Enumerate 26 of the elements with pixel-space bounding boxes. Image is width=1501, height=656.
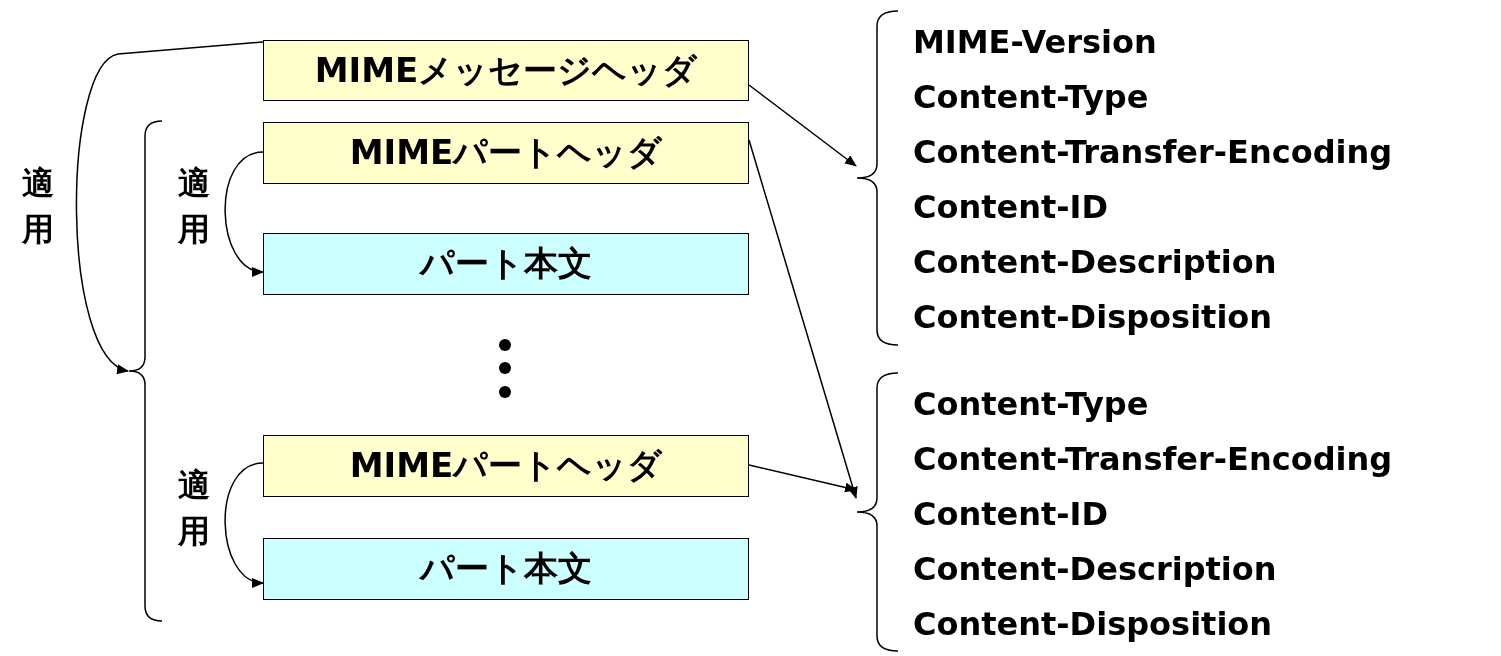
header-field-name: Content-Transfer-Encoding bbox=[913, 439, 1393, 480]
header-box: MIMEメッセージヘッダ bbox=[263, 40, 749, 101]
edge-label: 適用 bbox=[177, 465, 211, 552]
arrow bbox=[748, 84, 857, 167]
arrow bbox=[748, 464, 857, 493]
brace bbox=[128, 120, 162, 622]
header-field-name: Content-Type bbox=[913, 384, 1149, 425]
header-field-name: Content-Description bbox=[913, 242, 1277, 283]
header-field-name: Content-Disposition bbox=[913, 604, 1273, 645]
body-box: パート本文 bbox=[263, 233, 749, 295]
header-box: MIMEパートヘッダ bbox=[263, 435, 749, 497]
arrow bbox=[224, 151, 264, 275]
body-box: パート本文 bbox=[263, 538, 749, 600]
edge-label: 適用 bbox=[177, 163, 211, 250]
header-field-name: Content-Description bbox=[913, 549, 1277, 590]
header-field-name: Content-ID bbox=[913, 494, 1109, 535]
header-field-name: Content-ID bbox=[913, 187, 1109, 228]
header-field-name: Content-Type bbox=[913, 77, 1149, 118]
arrow bbox=[748, 139, 858, 499]
header-field-name: Content-Disposition bbox=[913, 297, 1273, 338]
arrow bbox=[224, 462, 264, 586]
edge-label: 適用 bbox=[21, 163, 55, 250]
header-field-name: MIME-Version bbox=[913, 22, 1157, 63]
arrow bbox=[75, 41, 264, 372]
header-box: MIMEパートヘッダ bbox=[263, 122, 749, 184]
header-field-name: Content-Transfer-Encoding bbox=[913, 132, 1393, 173]
